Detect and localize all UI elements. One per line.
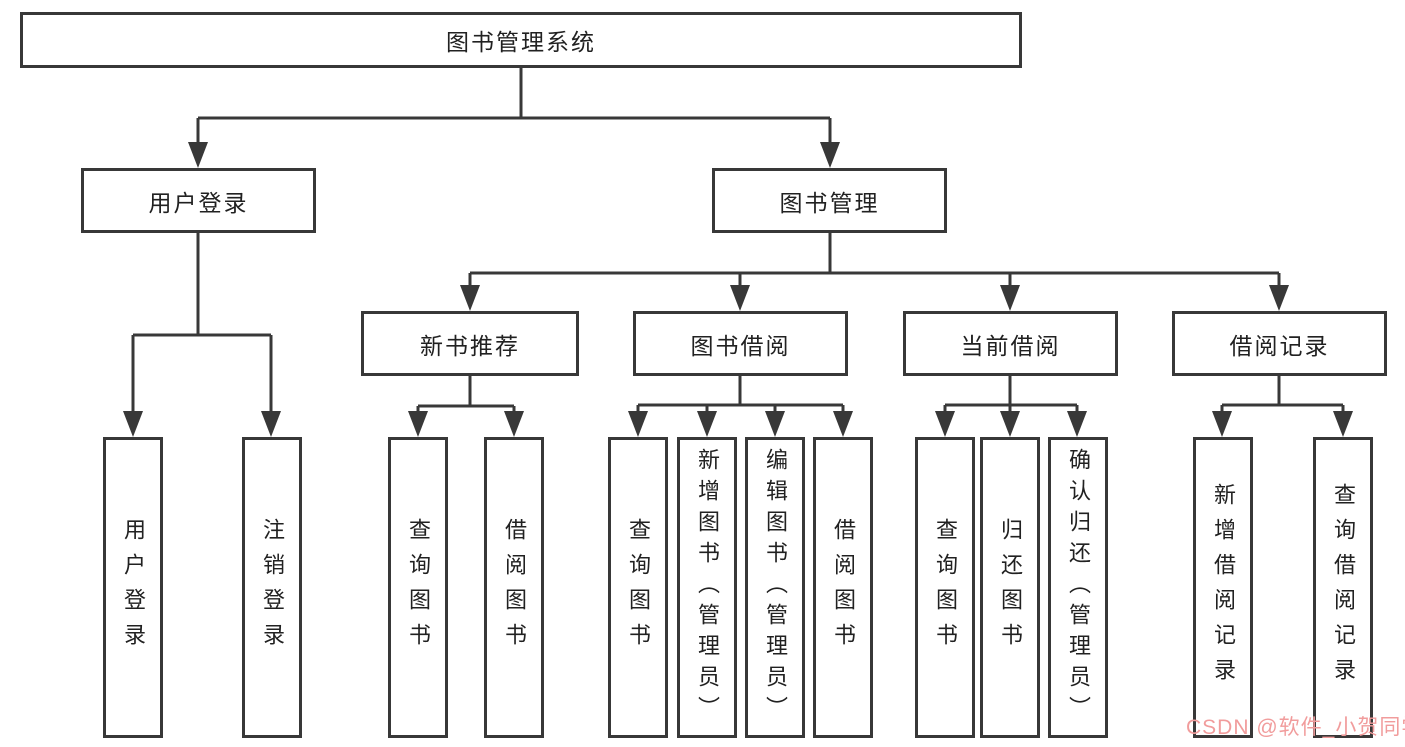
leaf-borrow-books: 借阅图书 <box>813 437 873 738</box>
leaf-query-borrow-record: 查询借阅记录 <box>1313 437 1373 738</box>
leaf-query-books: 查询图书 <box>915 437 975 738</box>
leaf-logout: 注销登录 <box>242 437 302 738</box>
node-current-borrowing: 当前借阅 <box>903 311 1118 376</box>
node-user-login: 用户登录 <box>81 168 316 233</box>
node-borrow-records: 借阅记录 <box>1172 311 1387 376</box>
node-book-management: 图书管理 <box>712 168 947 233</box>
leaf-add-borrow-record: 新增借阅记录 <box>1193 437 1253 738</box>
leaf-user-login: 用户登录 <box>103 437 163 738</box>
watermark: CSDN @软件_小贺同学 <box>1186 716 1405 739</box>
leaf-add-books-admin: 新增图书（管理员） <box>677 437 737 738</box>
leaf-confirm-return-admin: 确认归还（管理员） <box>1048 437 1108 738</box>
node-root-system: 图书管理系统 <box>20 12 1022 68</box>
leaf-query-books: 查询图书 <box>388 437 448 738</box>
leaf-return-books: 归还图书 <box>980 437 1040 738</box>
node-new-book-recommend: 新书推荐 <box>361 311 579 376</box>
leaf-borrow-books: 借阅图书 <box>484 437 544 738</box>
leaf-edit-books-admin: 编辑图书（管理员） <box>745 437 805 738</box>
node-book-borrowing: 图书借阅 <box>633 311 848 376</box>
leaf-query-books: 查询图书 <box>608 437 668 738</box>
